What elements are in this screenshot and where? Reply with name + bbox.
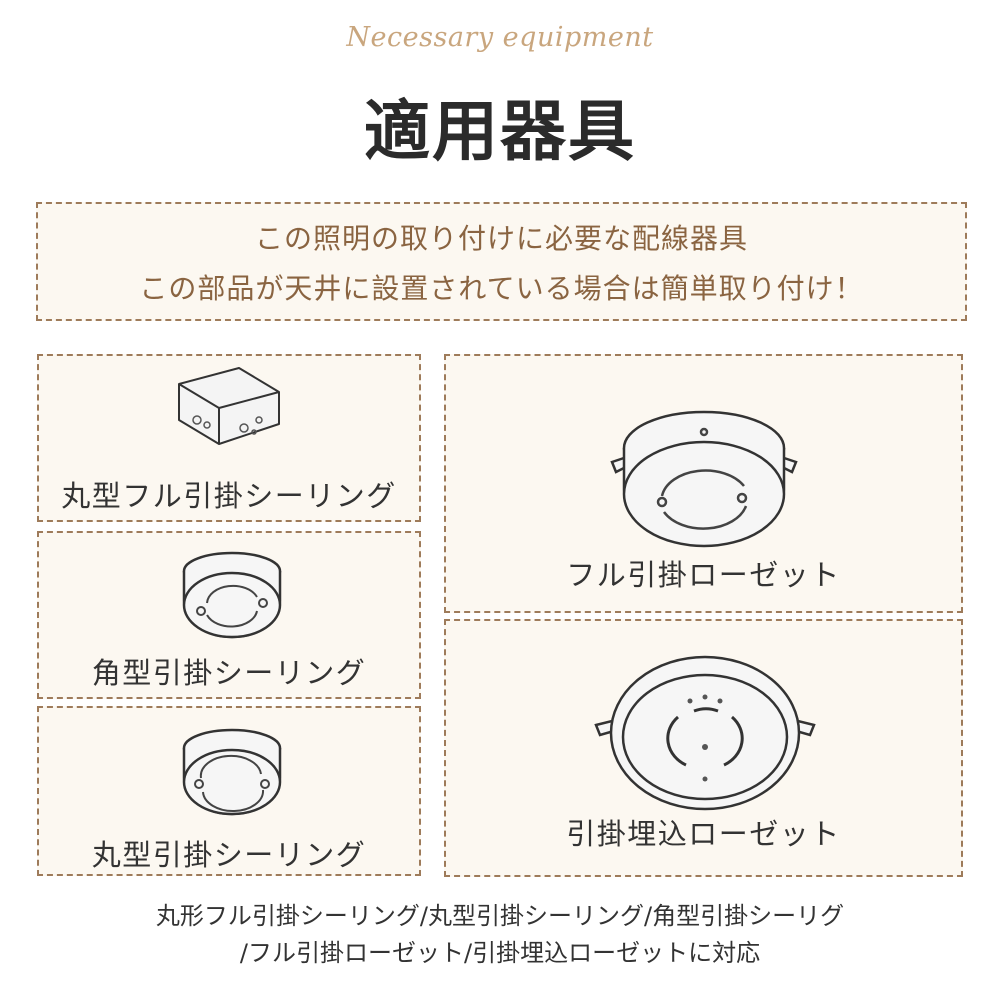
section-subtitle: Necessary equipment [346,22,654,53]
compatibility-note: 丸形フル引掛シーリング/丸型引掛シーリング/角型引掛シーリグ /フル引掛ローゼッ… [0,898,1000,972]
compatibility-line-1: 丸形フル引掛シーリング/丸型引掛シーリング/角型引掛シーリグ [155,902,845,930]
fixture-label: 引掛埋込ローゼット [566,817,841,851]
round-ceiling-fitting-icon [182,551,282,639]
page-title: 適用器具 [364,92,636,170]
compatibility-line-2: /フル引掛ローゼット/引掛埋込ローゼットに対応 [239,939,761,967]
fixture-card-round-full-ceiling: 丸型フル引掛シーリング [37,354,421,522]
fixture-card-square-ceiling: 角型引掛シーリング [37,531,421,699]
fixture-label: 丸型フル引掛シーリング [61,479,397,513]
fixture-label: フル引掛ローゼット [566,558,841,592]
full-rosette-icon [610,410,798,548]
fixture-card-full-rosette: フル引掛ローゼット [444,354,963,613]
embedded-rosette-icon [594,655,816,811]
fixture-label: 丸型引掛シーリング [91,838,367,872]
fixture-card-round-ceiling: 丸型引掛シーリング [37,706,421,876]
fixture-label: 角型引掛シーリング [91,656,367,690]
round-ceiling-fitting-icon [182,728,282,816]
box-ceiling-fitting-icon [178,367,280,445]
notice-line-2: この部品が天井に設置されている場合は簡単取り付け！ [139,271,864,305]
notice-line-1: この照明の取り付けに必要な配線器具 [254,221,748,255]
notice-box: この照明の取り付けに必要な配線器具 この部品が天井に設置されている場合は簡単取り… [36,202,967,321]
fixture-card-embedded-rosette: 引掛埋込ローゼット [444,619,963,877]
